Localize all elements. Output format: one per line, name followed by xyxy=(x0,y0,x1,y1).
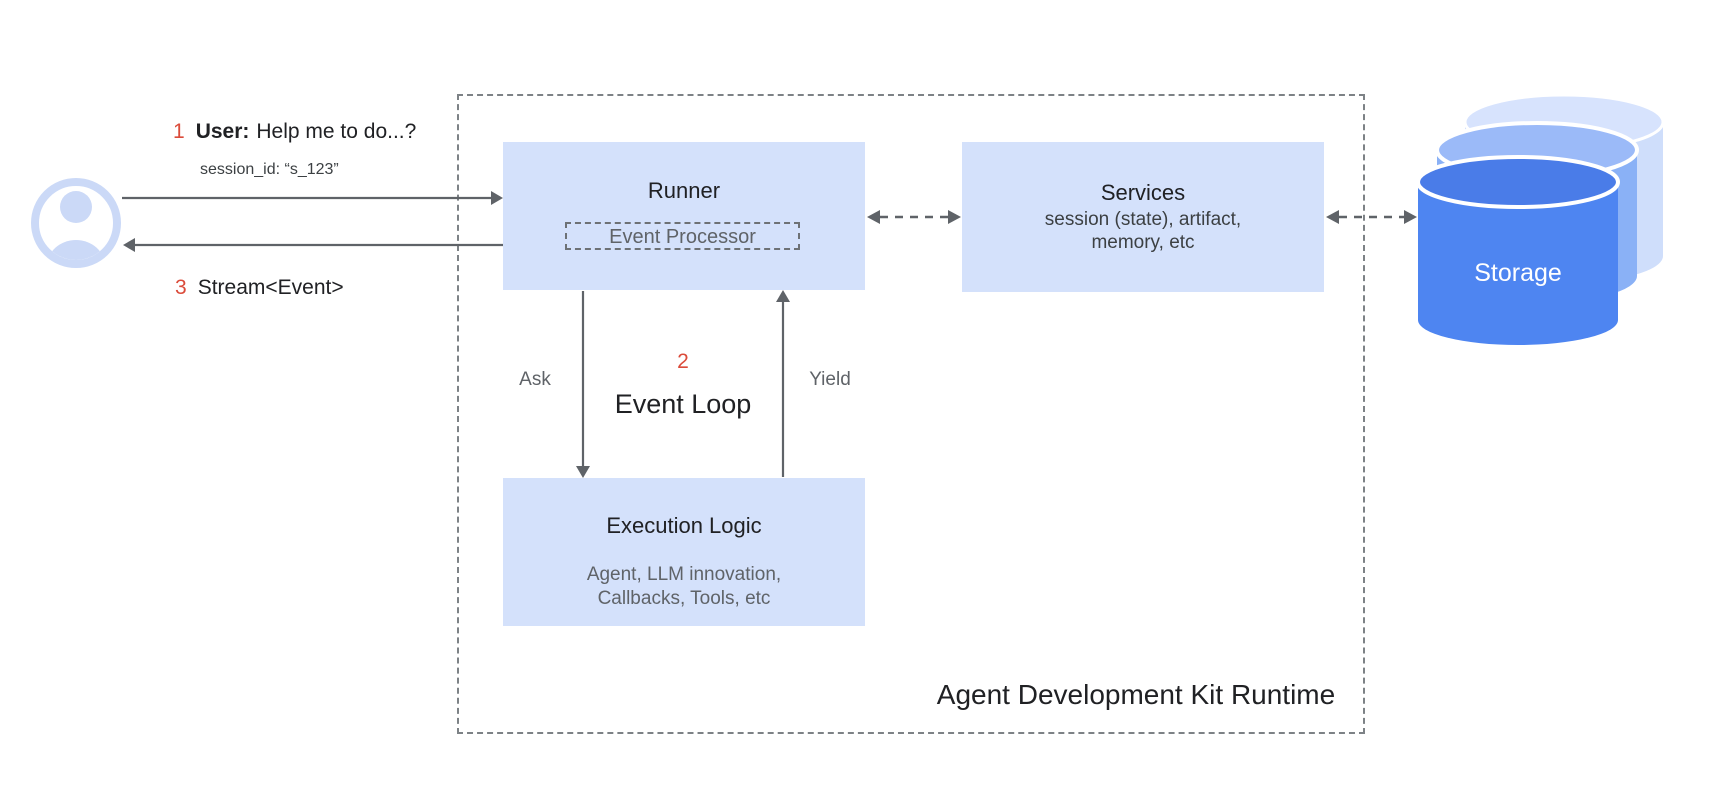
step3-number: 3 xyxy=(175,276,187,299)
session-id-label: session_id: “s_123” xyxy=(200,161,339,178)
execution-logic-box: Execution Logic Agent, LLM innovation, C… xyxy=(503,478,865,626)
services-box: Services session (state), artifact, memo… xyxy=(962,142,1324,292)
event-processor-label: Event Processor xyxy=(609,226,756,248)
storage-label: Storage xyxy=(1474,259,1562,287)
execution-subtitle-line1: Agent, LLM innovation, xyxy=(586,564,782,585)
execution-subtitle-line2: Callbacks, Tools, etc xyxy=(597,588,771,609)
user-to-runner-arrow xyxy=(122,191,503,205)
services-subtitle-line2: memory, etc xyxy=(1091,232,1195,253)
step3-text: Stream<Event> xyxy=(197,276,344,299)
runtime-frame-caption: Agent Development Kit Runtime xyxy=(936,679,1336,710)
runner-to-user-arrow xyxy=(123,238,503,252)
execution-logic-title: Execution Logic xyxy=(606,513,762,538)
services-title: Services xyxy=(1100,180,1186,205)
yield-label: Yield xyxy=(809,369,851,390)
event-loop-label: Event Loop xyxy=(614,389,752,419)
runtime-dashed-frame xyxy=(457,94,1365,734)
storage-icon xyxy=(1416,93,1665,345)
event-processor-dashed-box xyxy=(565,222,800,250)
ask-label: Ask xyxy=(519,369,551,390)
step2-number: 2 xyxy=(677,350,689,373)
services-subtitle-line1: session (state), artifact, xyxy=(1044,209,1242,230)
step1-user-message: 1 User: Help me to do...? xyxy=(173,119,416,145)
runner-box: Runner Event Processor xyxy=(503,142,865,290)
user-avatar-icon xyxy=(31,178,121,268)
step1-number: 1 xyxy=(173,120,185,143)
step3-stream-label: 3 Stream<Event> xyxy=(175,275,344,301)
step1-text: Help me to do...? xyxy=(256,120,417,143)
step1-speaker: User: xyxy=(195,120,250,143)
runner-title: Runner xyxy=(647,178,721,203)
